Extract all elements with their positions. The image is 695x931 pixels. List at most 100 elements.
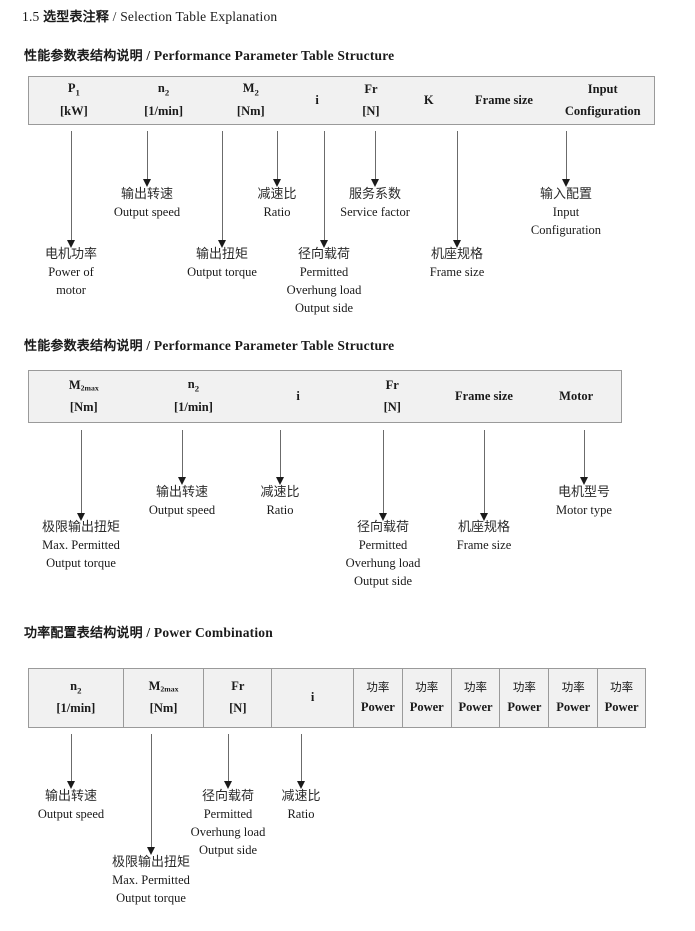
note-ratio-3: 减速比 Ratio [281,788,320,824]
table-2-col-i: i [248,371,348,422]
arrow-to-max-permitted-output-torque-1 [77,430,85,521]
block-3-heading-en: Power Combination [153,625,273,640]
block-2-heading-cn: 性能参数表结构说明 [24,339,143,354]
note-power-of-motor: 电机功率 Power of motor [45,246,97,300]
note-output-speed-2-en: Output speed [148,503,216,518]
arrow-to-overhung-load-1 [320,131,328,248]
table-3-col-m2max-sub: 2max [160,684,179,694]
table-3-col-power-2-en: Power [409,700,444,715]
note-overhung-load-3-en-2: Overhung load [190,825,266,840]
note-service-factor-cn: 服务系数 [348,187,402,202]
arrow-to-overhung-load-3 [224,734,232,789]
arrow-to-output-speed-3 [67,734,75,789]
table-3-col-power-4-cn: 功率 [512,680,536,694]
page-title-cn: 选型表注释 [43,10,110,25]
page-title: 1.5 选型表注释 / Selection Table Explanation [22,6,277,25]
table-1-col-n2-base: n [157,81,165,96]
note-max-permitted-output-torque-1-cn: 极限输出扭矩 [41,520,121,535]
note-overhung-load-1-en-2: Overhung load [286,283,362,298]
note-output-speed-3-en: Output speed [37,807,105,822]
table-2-col-m2max: M2max [Nm] [29,371,139,422]
table-3-col-i-symbol: i [310,690,315,705]
table-3-col-n2-base: n [70,678,78,693]
note-input-configuration-cn: 输入配置 [539,187,593,202]
table-3-col-power-1-en: Power [360,700,395,715]
block-2-heading: 性能参数表结构说明 / Performance Parameter Table … [24,335,394,354]
arrow-to-input-configuration [562,131,570,187]
table-3-col-n2-symbol: n2 [70,676,81,699]
note-input-configuration: 输入配置 Input Configuration [531,186,601,240]
table-3-col-power-2-cn: 功率 [415,680,439,694]
note-output-speed-3-cn: 输出转速 [44,789,97,804]
arrow-to-output-torque [218,131,226,248]
table-1-col-m2: M2 [Nm] [208,77,293,124]
table-1-col-i-symbol: i [315,92,319,107]
table-2-col-fr-symbol: Fr [385,377,399,392]
note-output-torque: 输出扭矩 Output torque [187,246,257,282]
table-2-col-n2-base: n [187,377,195,392]
table-3-col-m2max-symbol: M2max [149,676,179,698]
table-1-col-input-configuration-line1: Input [587,81,618,96]
note-overhung-load-1-en-3: Output side [295,300,353,315]
table-1-col-input-configuration-line2: Configuration [564,103,641,118]
table-1-col-i: i [293,77,341,124]
table-1-col-p1: P1 [kW] [29,77,119,124]
note-motor-type-en: Motor type [556,503,612,518]
table-2-col-frame-size-label: Frame size [454,388,513,403]
note-frame-size-2-cn: 机座规格 [457,520,510,535]
note-motor-type: 电机型号 Motor type [556,484,612,520]
table-2-col-motor-label: Motor [559,388,594,403]
note-ratio-2: 减速比 Ratio [260,484,299,520]
note-input-configuration-en-1: Input [552,205,580,220]
table-3-col-fr-symbol: Fr [231,679,245,694]
note-output-speed-1-en: Output speed [113,205,181,220]
arrow-to-overhung-load-2 [379,430,387,521]
table-3-col-power-4-en: Power [507,700,542,715]
block-3-heading-separator: / [146,625,151,640]
note-ratio-1-cn: 减速比 [257,187,297,202]
note-max-permitted-output-torque-2: 极限输出扭矩 Max. Permitted Output torque [112,854,190,908]
note-overhung-load-2-en-2: Overhung load [345,556,421,571]
note-overhung-load-2-cn: 径向载荷 [356,520,410,535]
table-3-col-power-5: 功率 Power [548,669,597,727]
note-input-configuration-en-2: Configuration [530,223,602,238]
arrow-to-frame-size-1 [453,131,461,248]
arrow-to-motor-type [580,430,588,485]
table-3-col-power-5-en: Power [556,700,591,715]
table-1-col-p1-sub: 1 [75,87,80,98]
note-output-speed-2: 输出转速 Output speed [149,484,215,520]
table-3-col-m2max-base: M [148,679,161,694]
arrow-to-ratio-3 [297,734,305,789]
note-ratio-2-en: Ratio [266,503,294,518]
note-overhung-load-1-en-1: Permitted [299,265,349,280]
table-3-col-power-2: 功率 Power [401,669,451,727]
note-overhung-load-3-en-1: Permitted [203,807,253,822]
table-3-col-i: i [271,669,353,727]
note-frame-size-2-en: Frame size [456,538,512,553]
block-1-heading-separator: / [146,48,151,63]
table-2-col-m2max-unit: [Nm] [69,399,98,414]
table-3-col-m2max: M2max [Nm] [122,669,204,727]
block-1-heading: 性能参数表结构说明 / Performance Parameter Table … [24,45,394,64]
block-3-heading-cn: 功率配置表结构说明 [24,626,143,641]
table-1-col-p1-base: P [67,81,76,96]
note-power-of-motor-en-2: motor [56,283,86,298]
note-motor-type-cn: 电机型号 [557,485,610,500]
table-1-col-n2-unit: [1/min] [144,103,184,118]
note-overhung-load-1-cn: 径向载荷 [297,247,351,262]
table-1-col-n2: n2 [1/min] [119,77,209,124]
table-2-col-n2-sub: 2 [194,383,200,394]
table-2-col-frame-size: Frame size [437,371,532,422]
note-overhung-load-2: 径向载荷 Permitted Overhung load Output side [346,519,421,591]
note-max-permitted-output-torque-2-en-1: Max. Permitted [112,873,190,888]
block-1-heading-cn: 性能参数表结构说明 [24,49,143,64]
arrow-to-ratio-2 [276,430,284,485]
note-power-of-motor-cn: 电机功率 [44,247,98,262]
table-2-col-motor: Motor [531,371,621,422]
note-overhung-load-3: 径向载荷 Permitted Overhung load Output side [191,788,266,860]
table-3-col-power-3-cn: 功率 [464,680,488,694]
note-max-permitted-output-torque-2-cn: 极限输出扭矩 [111,855,191,870]
note-service-factor: 服务系数 Service factor [340,186,410,222]
note-ratio-1-en: Ratio [263,205,291,220]
arrow-to-output-speed-1 [143,131,151,187]
